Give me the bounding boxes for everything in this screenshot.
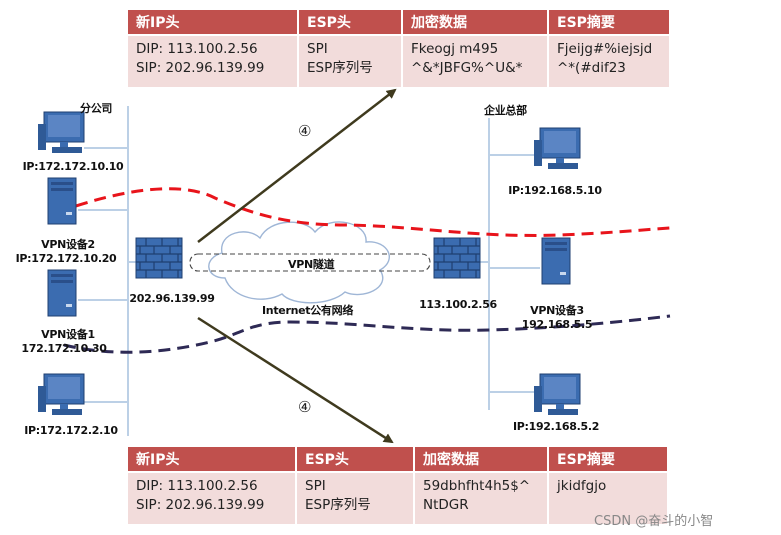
header-encrypted-data: 加密数据 [402, 10, 549, 35]
branch-pc2-ip: IP:172.172.2.10 [24, 424, 118, 437]
cell-esp-digest: Fjeijg#%iejsjd^*(#dif23 [548, 34, 671, 87]
branch-firewall-ip: 202.96.139.99 [129, 292, 215, 305]
hq-pc2-icon [533, 373, 581, 416]
hq-vpn3-name: VPN设备3 [530, 304, 584, 317]
header-esp-digest: ESP摘要 [548, 447, 669, 472]
hq-pc1-icon [533, 127, 581, 170]
header-esp-digest: ESP摘要 [548, 10, 671, 35]
header-encrypted-data: 加密数据 [414, 447, 549, 472]
hq-title: 企业总部 [484, 104, 527, 117]
branch-vpn1-ip: 172.172.10.30 [21, 342, 107, 355]
branch-pc1-ip: IP:172.172.10.10 [22, 160, 124, 173]
watermark: CSDN @奋斗的小智 [594, 514, 714, 529]
red-dashed-route [57, 187, 671, 237]
header-esp: ESP头 [298, 10, 403, 35]
branch-vpn1-server-icon [47, 269, 77, 317]
hq-vpn3-server-icon [541, 237, 571, 285]
vpn-tunnel-label: VPN隧道 [288, 258, 335, 271]
hq-vpn3-ip: 192.168.5.5 [521, 318, 593, 331]
step-number-top: ④ [298, 122, 312, 140]
branch-pc2-icon [37, 373, 85, 416]
branch-title: 分公司 [80, 102, 113, 115]
branch-vpn2-ip: IP:172.172.10.20 [15, 252, 117, 265]
step-number-bottom: ④ [298, 398, 312, 416]
hq-firewall-ip: 113.100.2.56 [419, 298, 497, 311]
header-new-ip: 新IP头 [128, 10, 299, 35]
cell-encrypted-data: 59dbhfht4h5$^NtDGR [414, 471, 549, 524]
hq-pc1-ip: IP:192.168.5.10 [508, 184, 602, 197]
cell-encrypted-data: Fkeogj m495^&*JBFG%^U&* [402, 34, 549, 87]
vpn-tunnel [189, 253, 431, 272]
header-new-ip: 新IP头 [128, 447, 297, 472]
header-esp: ESP头 [296, 447, 415, 472]
branch-firewall-icon [135, 237, 183, 279]
arrow-to-top-packet [197, 88, 397, 243]
cell-esp-digest: jkidfgjo [548, 471, 669, 524]
arrow-to-bottom-packet [197, 316, 394, 444]
branch-pc1-icon [37, 111, 85, 154]
branch-vpn2-server-icon [47, 177, 77, 225]
branch-vpn2-name: VPN设备2 [41, 238, 95, 251]
branch-vpn1-name: VPN设备1 [41, 328, 95, 341]
internet-label: Internet公有网络 [262, 304, 354, 317]
hq-firewall-icon [433, 237, 481, 279]
hq-pc2-ip: IP:192.168.5.2 [512, 420, 600, 433]
blue-dashed-route [63, 314, 671, 354]
internet-cloud [208, 221, 390, 304]
